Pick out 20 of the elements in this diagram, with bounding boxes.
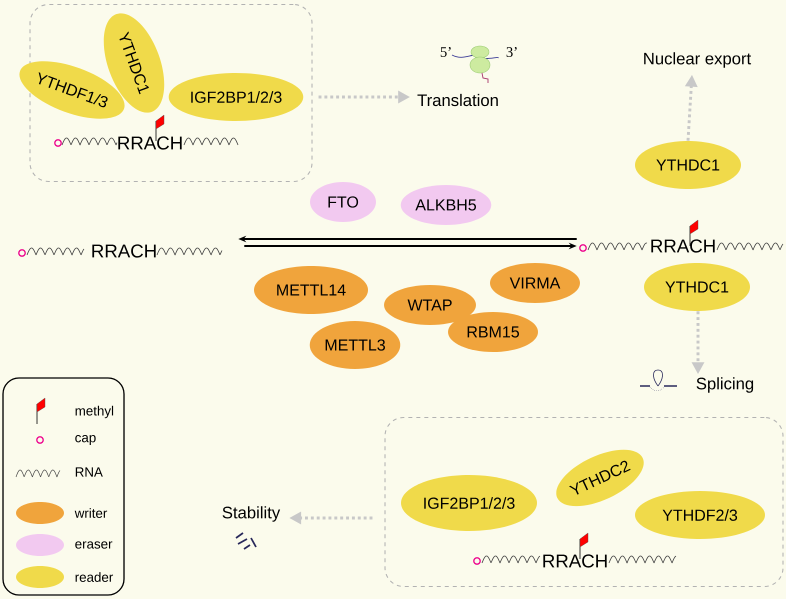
rna-sequence-label: RRACH bbox=[118, 136, 182, 150]
legend-label: writer bbox=[74, 508, 108, 518]
dashed-group-box bbox=[29, 4, 313, 182]
rna-molecule: RRACH bbox=[579, 220, 784, 253]
legend-label: cap bbox=[75, 435, 96, 445]
legend-label: eraser bbox=[75, 541, 112, 549]
rna-molecule: RRACH bbox=[18, 244, 222, 258]
dashed-group-box bbox=[384, 416, 784, 588]
legend-label: RNA bbox=[76, 467, 103, 477]
outcome-label: Stability bbox=[222, 506, 280, 522]
prime-label: 3’ bbox=[506, 47, 517, 57]
prime-label: 5’ bbox=[440, 47, 451, 57]
outcome-label: Splicing bbox=[696, 377, 754, 393]
legend-label: methyl bbox=[76, 406, 114, 418]
node-label: RRACH bbox=[92, 244, 156, 258]
outcome-label: Nuclear export bbox=[644, 52, 752, 68]
legend-label: reader bbox=[76, 572, 114, 582]
node-label: RRACH bbox=[651, 239, 715, 253]
outcome-label: Translation bbox=[417, 94, 498, 106]
rna-sequence-label: RRACH bbox=[543, 554, 607, 568]
